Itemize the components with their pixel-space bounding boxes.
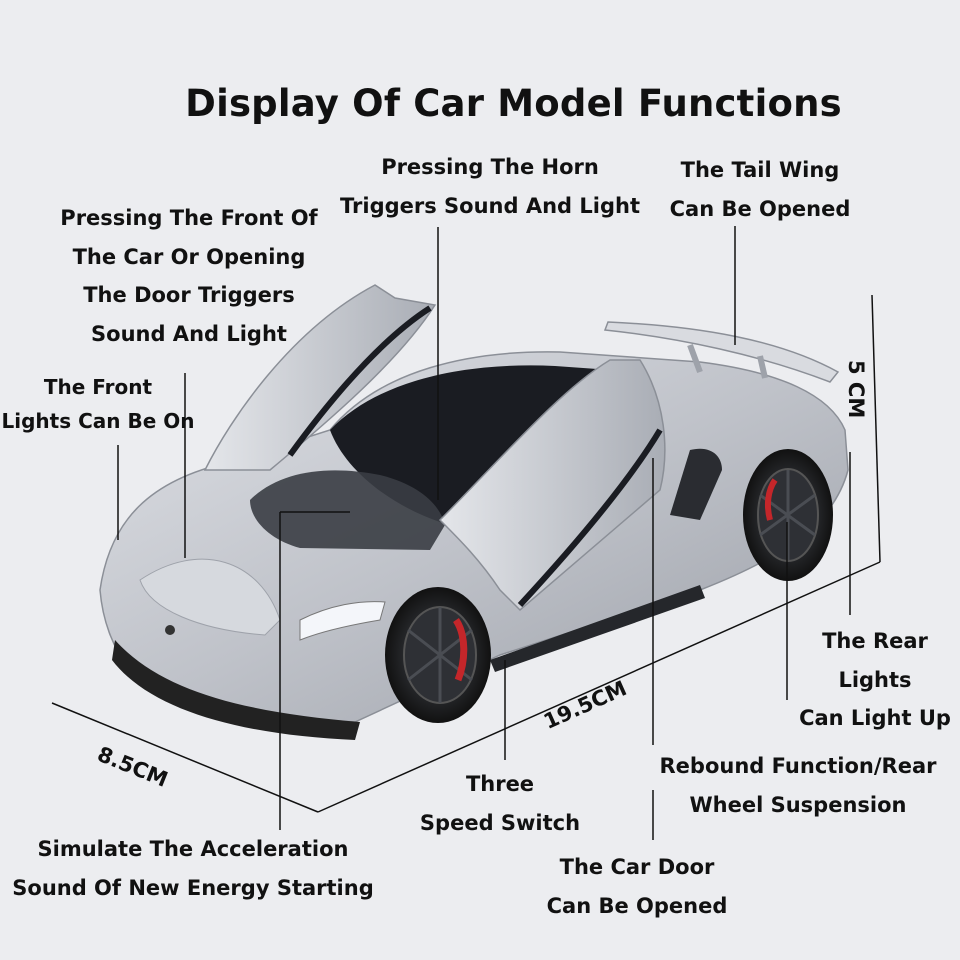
label-front-lights: The Front Lights Can Be On <box>1 375 195 433</box>
dimension-height: 5 CM <box>844 360 868 419</box>
car-headlight <box>299 601 386 641</box>
label-horn: Pressing The Horn Triggers Sound And Lig… <box>340 155 640 218</box>
label-acceleration-sound: Simulate The Acceleration Sound Of New E… <box>12 837 374 900</box>
label-rear-lights: The Rear Lights Can Light Up <box>799 629 951 730</box>
car-rear-wing <box>603 321 840 383</box>
car-side-skirt <box>490 585 705 672</box>
rear-wheel <box>743 449 833 581</box>
front-wheel <box>385 587 491 723</box>
car-front-splitter <box>112 640 360 740</box>
car-door-left <box>203 284 437 471</box>
callout-lines <box>117 226 851 840</box>
page-title: Display Of Car Model Functions <box>185 82 842 125</box>
label-rebound-suspension: Rebound Function/Rear Wheel Suspension <box>659 754 937 817</box>
car-side-vent <box>670 448 722 520</box>
label-tail-wing: The Tail Wing Can Be Opened <box>669 158 851 221</box>
label-speed-switch: Three Speed Switch <box>419 772 581 835</box>
car-windshield <box>250 470 445 550</box>
car-emblem <box>165 625 175 635</box>
label-front-door-sound: Pressing The Front Of The Car Or Opening… <box>60 206 318 346</box>
car-door-right <box>438 359 666 612</box>
label-car-door: The Car Door Can Be Opened <box>546 855 728 918</box>
